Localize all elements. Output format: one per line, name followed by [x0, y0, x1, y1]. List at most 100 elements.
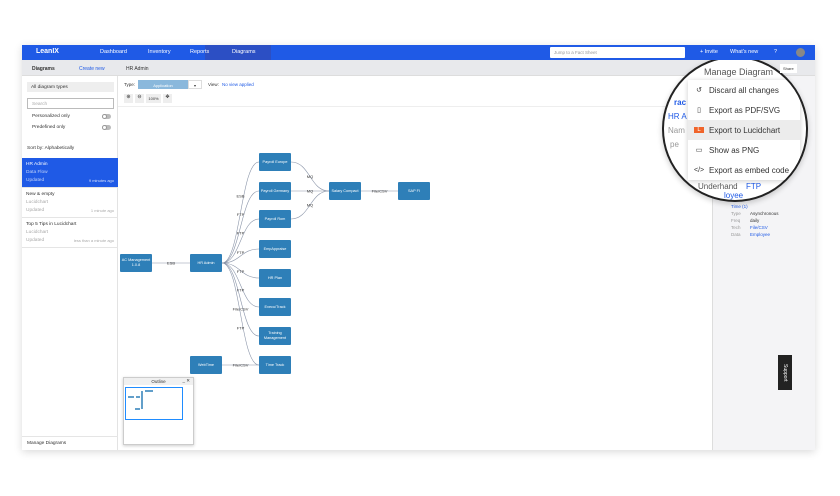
fact-sheet-search[interactable]: Jump to a Fact Sheet	[550, 47, 685, 58]
bg-fragment: loyee	[724, 191, 744, 200]
edge-label: MQ	[307, 203, 313, 208]
card-ago: 1 minute ago	[90, 208, 114, 213]
breadcrumb: HR Admin	[126, 66, 149, 72]
menu-item-label: Export to Lucidchart	[709, 125, 781, 135]
diagram-node[interactable]: AC Management 1.0.8	[120, 254, 152, 272]
manage-diagrams-link[interactable]: Manage Diagrams	[22, 436, 118, 450]
diagram-node[interactable]: Payroll Rom	[259, 210, 291, 228]
type-select[interactable]: Application	[138, 80, 188, 89]
edge-label: FTP	[237, 325, 245, 330]
personalized-toggle[interactable]	[102, 114, 111, 119]
menu-item[interactable]: ▭ Show as PNG	[688, 140, 800, 160]
help-menu[interactable]: ?	[774, 49, 778, 55]
card-ago: less than a minute ago	[73, 238, 114, 243]
diagram-node[interactable]: Execu/Track	[259, 298, 291, 316]
diagram-edge[interactable]	[221, 161, 260, 264]
diagram-node[interactable]: Training Management	[259, 327, 291, 345]
bg-fragment: Underhand	[698, 182, 738, 191]
diagram-node[interactable]: Time Track	[259, 356, 291, 374]
close-icon[interactable]: _ ✕	[182, 378, 190, 383]
menu-item[interactable]: ▯Export as PDF/SVG	[688, 100, 800, 120]
edge-label: ESB	[167, 261, 175, 266]
avatar[interactable]	[796, 48, 805, 57]
predefined-toggle[interactable]	[102, 125, 111, 130]
fit-icon[interactable]: ✥	[163, 94, 172, 103]
personalized-label: Personalized only	[32, 114, 70, 119]
bg-fragment: HR A	[668, 112, 687, 121]
nav-reports[interactable]: Reports	[190, 49, 210, 55]
detail-value[interactable]: Employee	[750, 232, 771, 237]
diagram-edge[interactable]	[221, 262, 260, 279]
bg-fragment: pe	[670, 140, 679, 149]
details-link[interactable]: Time (1)	[731, 204, 748, 209]
diagram-edge[interactable]	[221, 262, 260, 366]
detail-key: Freq	[731, 218, 741, 223]
menu-item[interactable]: </>Export as embed code	[688, 160, 800, 180]
bg-fragment: FTP	[746, 182, 762, 191]
diagram-canvas[interactable]: Type: Application ▾ View: No view applie…	[118, 76, 712, 450]
diagram-edge[interactable]	[290, 190, 330, 220]
view-select[interactable]: No view applied	[222, 82, 254, 87]
nav-diagrams[interactable]: Diagrams	[232, 49, 256, 55]
card-updated: Updated	[26, 178, 45, 183]
outline-viewport[interactable]	[125, 387, 183, 420]
diagram-node[interactable]: HR Admin	[190, 254, 222, 272]
diagram-card[interactable]: Top 5 Tips in Lucidchart Lucidchart Upda…	[22, 218, 118, 248]
search-input[interactable]: Search	[27, 98, 114, 109]
diagram-edge[interactable]	[221, 190, 260, 264]
card-type: Lucidchart	[26, 200, 49, 205]
sort-dropdown[interactable]: Sort by: Alphabetically	[27, 146, 75, 151]
diagram-edge[interactable]	[290, 161, 330, 192]
diagram-edge[interactable]	[221, 262, 260, 308]
diagram-edge[interactable]	[221, 248, 260, 264]
card-title: Top 5 Tips in Lucidchart	[26, 222, 77, 227]
menu-title: Manage Diagram	[704, 67, 774, 77]
diagram-node[interactable]: SAP FI	[398, 182, 430, 200]
diagram-edge[interactable]	[221, 218, 260, 264]
menu-item-label: Show as PNG	[709, 145, 760, 155]
detail-key: Type	[731, 211, 741, 216]
nav-inventory[interactable]: Inventory	[148, 49, 171, 55]
undo-icon: ↺	[696, 87, 702, 94]
create-new-link[interactable]: Create new	[79, 66, 105, 72]
diagram-card[interactable]: New & empty Lucidchart Updated 1 minute …	[22, 188, 118, 218]
diagram-card[interactable]: HR Admin Data Flow Updated 9 minutes ago	[22, 158, 118, 188]
diagram-node[interactable]: HR Plan	[259, 269, 291, 287]
nav-dashboard[interactable]: Dashboard	[100, 49, 127, 55]
whats-new-link[interactable]: What's new	[730, 49, 759, 55]
invite-button[interactable]: + Invite	[700, 49, 718, 55]
code-icon: </>	[694, 166, 705, 174]
detail-key: Data	[731, 232, 741, 237]
logo[interactable]: LeanIX	[36, 48, 59, 55]
diagram-type-select[interactable]: All diagram types	[27, 82, 114, 92]
diagram-node[interactable]: EmpAppraise	[259, 240, 291, 258]
diagram-node[interactable]: Salary Compact	[329, 182, 361, 200]
predefined-label: Predefined only	[32, 125, 66, 130]
diagram-node[interactable]: WebTime	[190, 356, 222, 374]
diagram-node[interactable]: Payroll Europe	[259, 153, 291, 171]
support-button[interactable]: Support	[778, 355, 792, 390]
view-label: View:	[208, 82, 219, 87]
menu-item[interactable]: ↺ Discard all changes	[688, 80, 800, 100]
menu-item-label: Discard all changes	[709, 85, 779, 95]
diagram-edge[interactable]	[221, 262, 260, 337]
card-updated: Updated	[26, 208, 45, 213]
zoom-in-icon[interactable]: ⊕	[124, 94, 133, 103]
detail-key: Tech	[731, 225, 741, 230]
diagram-node[interactable]: Payroll Germany	[259, 182, 291, 200]
edge-label: File/CSV	[372, 189, 388, 194]
outline-panel[interactable]: Outline _ ✕	[123, 377, 194, 445]
chevron-down-icon[interactable]: ▾	[188, 80, 202, 89]
card-title: New & empty	[26, 192, 55, 197]
bg-fragment: rac	[674, 98, 687, 107]
diagram-sidebar: All diagram types Search Personalized on…	[22, 76, 118, 450]
share-button[interactable]: Share	[780, 64, 797, 73]
zoom-level[interactable]: 100%	[146, 94, 161, 103]
edge-label: MQ	[307, 189, 313, 194]
card-ago: 9 minutes ago	[88, 178, 114, 183]
image-icon: ▭	[695, 147, 703, 154]
detail-value[interactable]: File/CSV	[750, 225, 768, 230]
zoom-out-icon[interactable]: ⊖	[135, 94, 144, 103]
